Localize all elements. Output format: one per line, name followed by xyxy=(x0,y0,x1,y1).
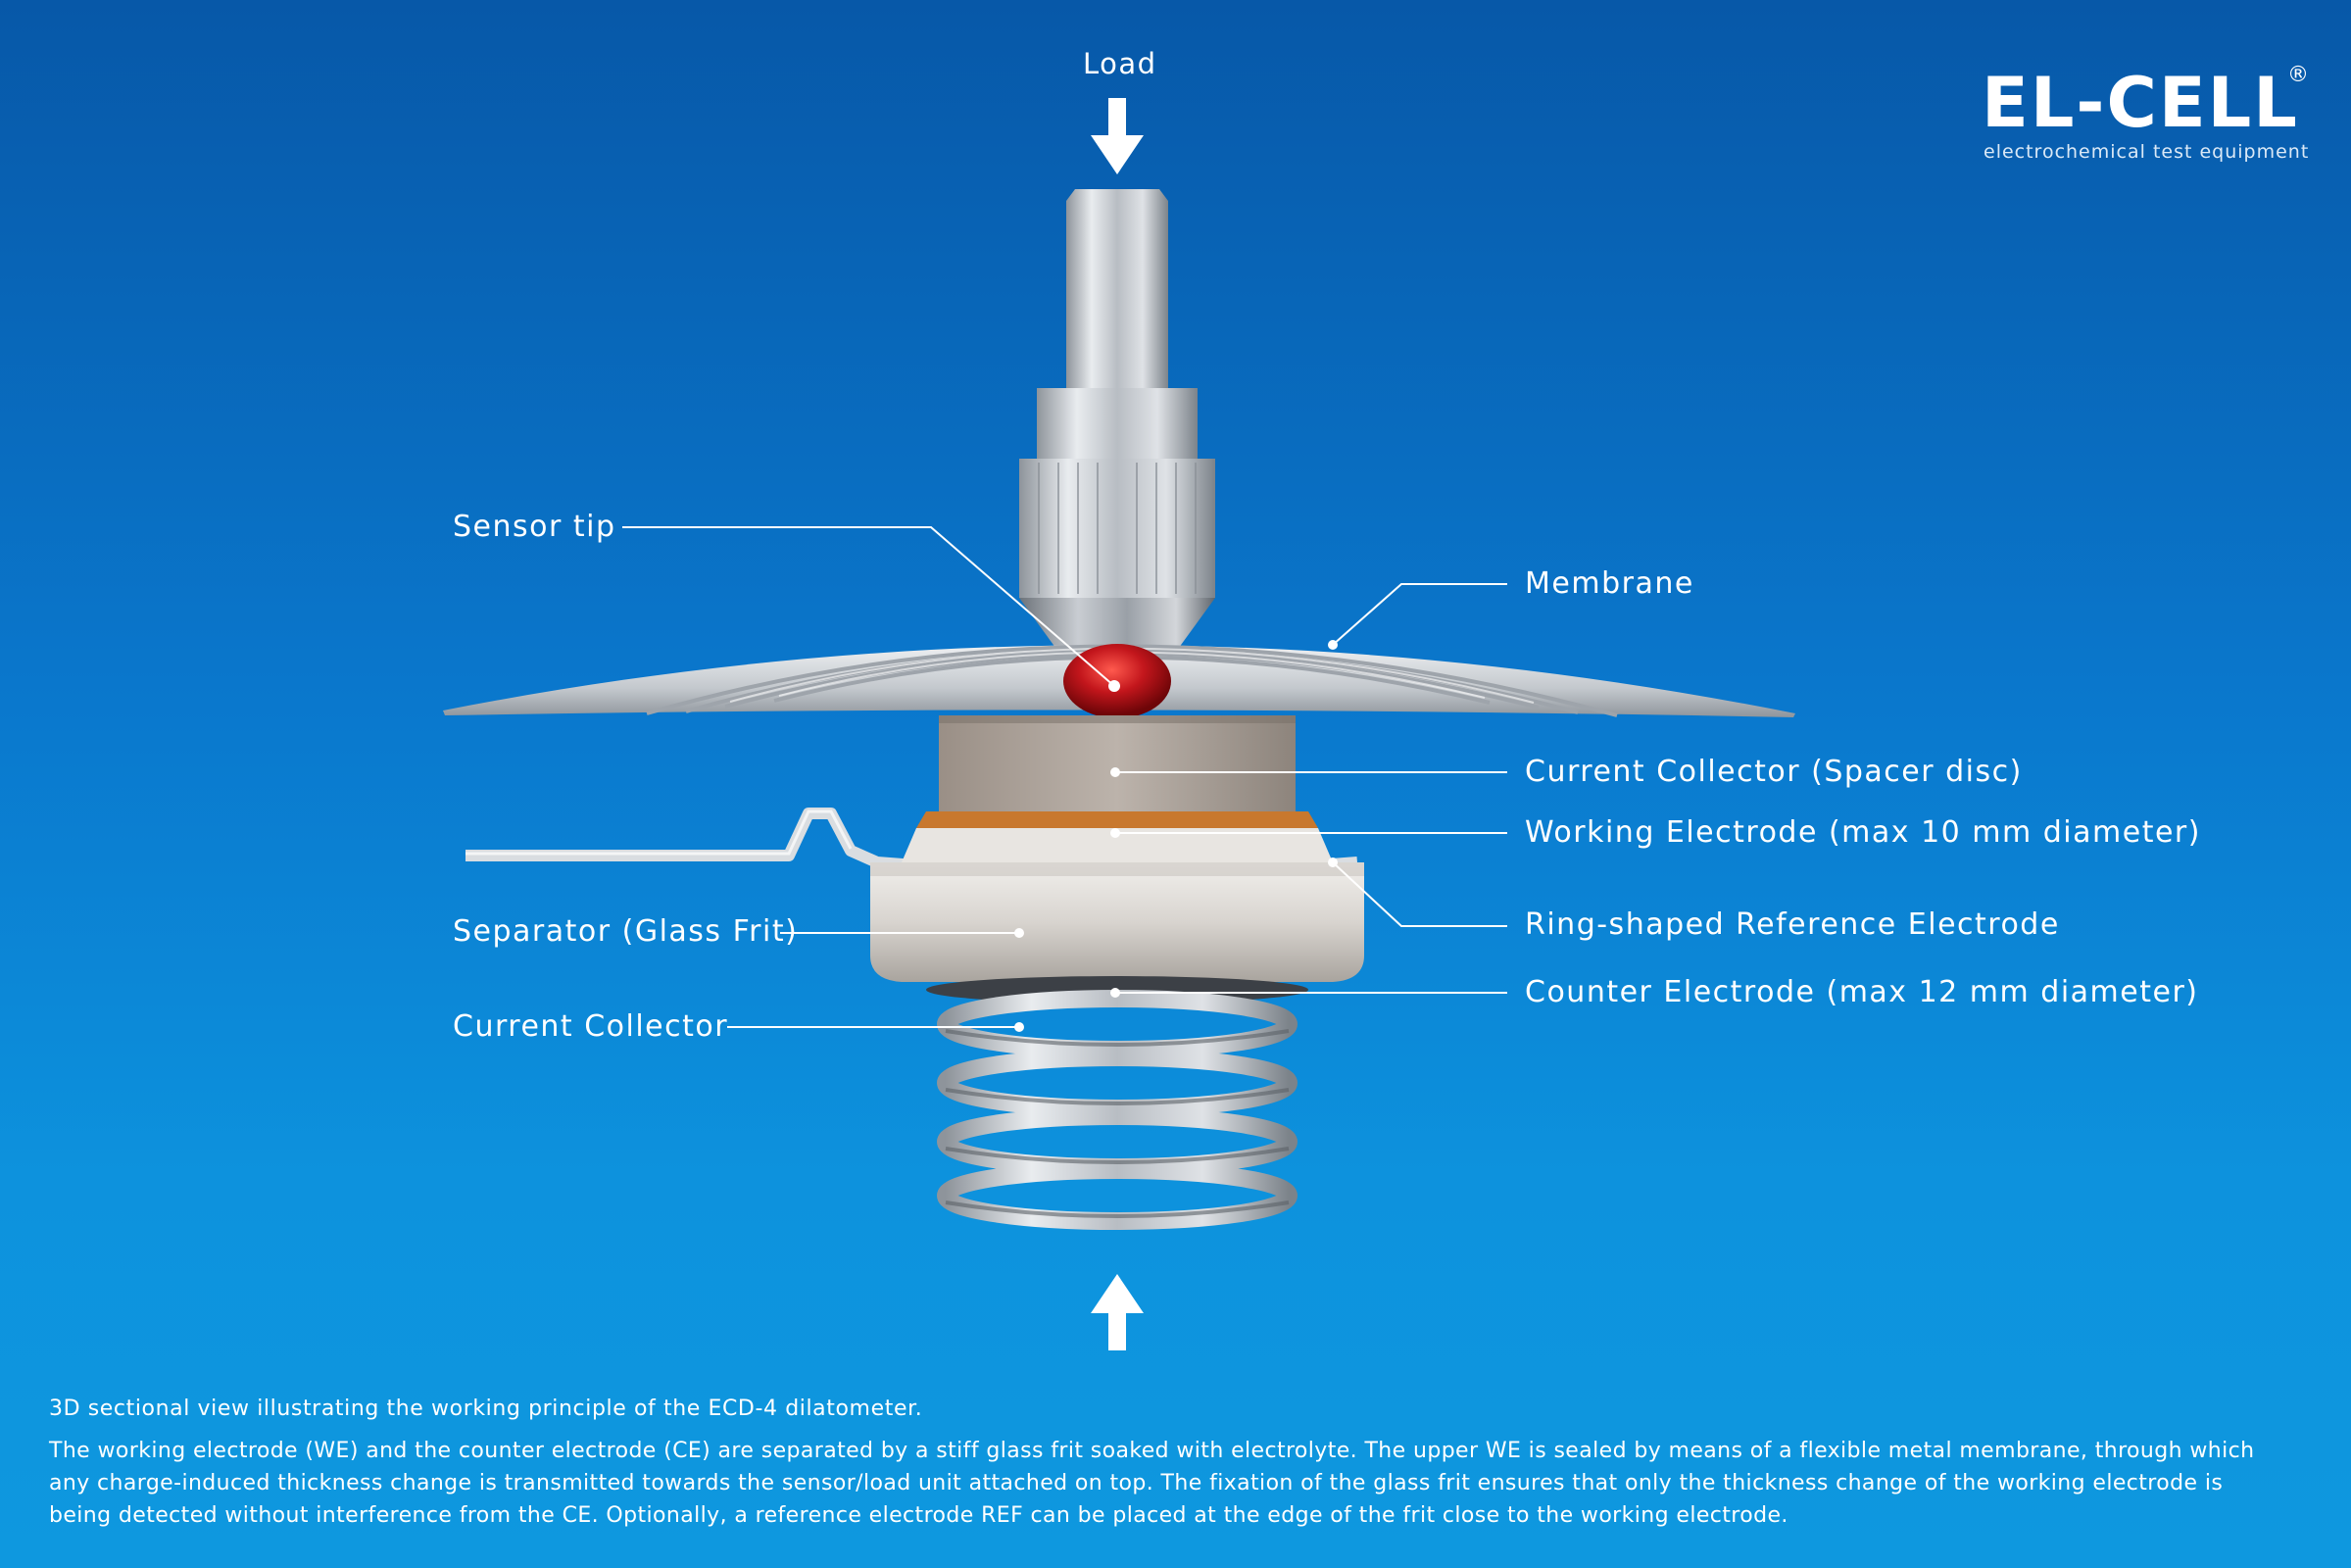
el-cell-logo: EL-CELL ® electrochemical test equipment xyxy=(1982,63,2309,167)
spacer-disc xyxy=(939,715,1296,818)
caption-line: any charge-induced thickness change is t… xyxy=(49,1471,2224,1495)
label-separator: Separator (Glass Frit) xyxy=(453,914,799,949)
leader-dots xyxy=(1014,640,1338,1032)
leader-lines xyxy=(622,526,1507,1028)
label-current-collector-spacer: Current Collector (Spacer disc) xyxy=(1525,755,2023,789)
leader-sensor-tip xyxy=(622,526,1115,687)
leader-reference-electrode xyxy=(1332,861,1507,927)
caption-body: The working electrode (WE) and the count… xyxy=(49,1435,2303,1532)
logo-tagline: electrochemical test equipment xyxy=(1984,141,2310,163)
logo-registered-mark: ® xyxy=(2287,63,2309,87)
load-arrow-icon xyxy=(1091,98,1144,174)
label-reference-electrode: Ring-shaped Reference Electrode xyxy=(1525,907,2060,942)
caption-line: The working electrode (WE) and the count… xyxy=(49,1439,2255,1463)
spring xyxy=(937,990,1298,1230)
glass-frit xyxy=(870,862,1364,982)
frit-ring xyxy=(902,828,1333,862)
label-load: Load xyxy=(1083,47,1157,80)
label-membrane: Membrane xyxy=(1525,566,1694,601)
label-working-electrode: Working Electrode (max 10 mm diameter) xyxy=(1525,815,2201,850)
sensor-shaft xyxy=(1019,189,1215,652)
caption-title: 3D sectional view illustrating the worki… xyxy=(49,1396,923,1421)
leader-membrane xyxy=(1332,583,1507,646)
label-sensor-tip: Sensor tip xyxy=(453,510,616,544)
bottom-arrow-icon xyxy=(1091,1274,1144,1350)
caption-line: being detected without interference from… xyxy=(49,1503,1788,1528)
caption: 3D sectional view illustrating the worki… xyxy=(49,1396,2303,1532)
logo-wordmark: EL-CELL xyxy=(1982,63,2299,143)
label-current-collector: Current Collector xyxy=(453,1009,729,1044)
label-counter-electrode: Counter Electrode (max 12 mm diameter) xyxy=(1525,975,2199,1009)
working-electrode-layer xyxy=(916,811,1318,828)
